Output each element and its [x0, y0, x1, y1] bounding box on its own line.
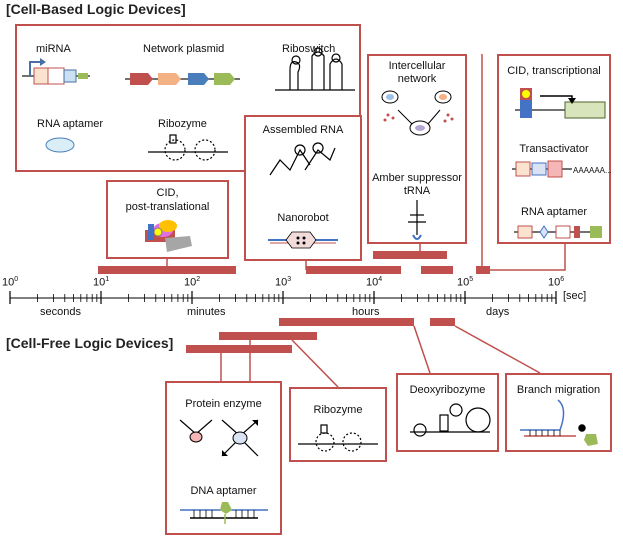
cid-transcriptional-box [497, 54, 611, 244]
poly-a-label: AAAAAA... [573, 166, 612, 175]
tick-label-4: 104 [366, 276, 383, 289]
tick-label-6: 106 [548, 276, 565, 289]
protein-enzyme-icon [179, 419, 259, 457]
intercellular-label-2: network [397, 73, 437, 85]
bar-amber [421, 266, 453, 274]
branch-migration-icon [520, 399, 598, 446]
tick-label-3: 103 [275, 276, 292, 289]
deoxyribozyme-icon [410, 403, 491, 437]
protein-enzyme-label: Protein enzyme [185, 398, 262, 410]
tick-label-2: 102 [184, 276, 201, 289]
intercellular-icon [381, 90, 454, 136]
bar-intercellular [373, 251, 447, 259]
amber-label-1: Amber suppressor [372, 172, 462, 184]
connector-lines [166, 54, 566, 388]
amber-label-2: tRNA [403, 185, 431, 197]
tick-label-5: 105 [457, 276, 474, 289]
tick-label-1: 101 [93, 276, 110, 289]
bar-protein-enzyme [279, 318, 414, 326]
dna-aptamer-icon [180, 502, 268, 524]
cell-based-heading: [Cell-Based Logic Devices] [6, 1, 186, 17]
cid-post-icon [145, 220, 192, 252]
transactivator-icon [512, 160, 572, 178]
riboswitch-icon [275, 47, 355, 91]
ribozyme-label: Ribozyme [158, 118, 207, 130]
ribozyme-icon [148, 134, 228, 161]
ribozyme-cellfree-box [289, 387, 387, 462]
assembled-rna-label: Assembled RNA [262, 124, 344, 136]
nanorobot-icon [268, 231, 338, 249]
cid-post-label-2: post-translational [125, 201, 210, 213]
deoxyribozyme-label: Deoxyribozyme [409, 384, 486, 396]
cid-transcriptional-icon [515, 88, 606, 119]
mirna-icon [22, 58, 90, 85]
rna-aptamer-icon [45, 137, 75, 153]
time-name-minutes: minutes [187, 306, 226, 318]
rna-aptamer-2-label: RNA aptamer [520, 206, 588, 218]
branch-migration-label: Branch migration [516, 384, 601, 396]
rna-aptamer-2-icon [514, 225, 602, 239]
time-axis [9, 291, 557, 304]
deoxyribozyme-box [396, 373, 499, 452]
time-name-hours: hours [352, 306, 380, 318]
ribozyme-cellfree-icon [298, 424, 378, 452]
bar-cid-post [98, 266, 236, 274]
cid-transcriptional-label: CID, transcriptional [507, 65, 601, 77]
network-plasmid-icon [125, 73, 240, 85]
intercellular-label-1: Intercellular [388, 60, 446, 72]
tick-label-0: 100 [2, 276, 19, 289]
cell-free-heading: [Cell-Free Logic Devices] [6, 335, 174, 351]
bar-branch-migration [430, 318, 455, 326]
assembled-rna-icon [269, 142, 336, 176]
cid-post-label-1: CID, [156, 187, 179, 199]
transactivator-label: Transactivator [519, 143, 589, 155]
time-name-days: days [486, 306, 510, 318]
bar-deoxyribozyme [186, 345, 292, 353]
ribozyme-cellfree-label: Ribozyme [313, 404, 363, 416]
bar-assembled-rna [306, 266, 401, 274]
mirna-label: miRNA [36, 43, 71, 55]
dna-aptamer-label: DNA aptamer [190, 485, 257, 497]
network-plasmid-label: Network plasmid [143, 43, 225, 55]
axis-unit-label: [sec] [563, 290, 587, 302]
time-name-seconds: seconds [40, 306, 81, 318]
nanorobot-label: Nanorobot [277, 212, 329, 224]
rna-aptamer-label: RNA aptamer [37, 118, 104, 130]
bar-cid-transcriptional [476, 266, 490, 274]
bar-ribozyme-cellfree [219, 332, 317, 340]
amber-trna-icon [408, 200, 426, 240]
